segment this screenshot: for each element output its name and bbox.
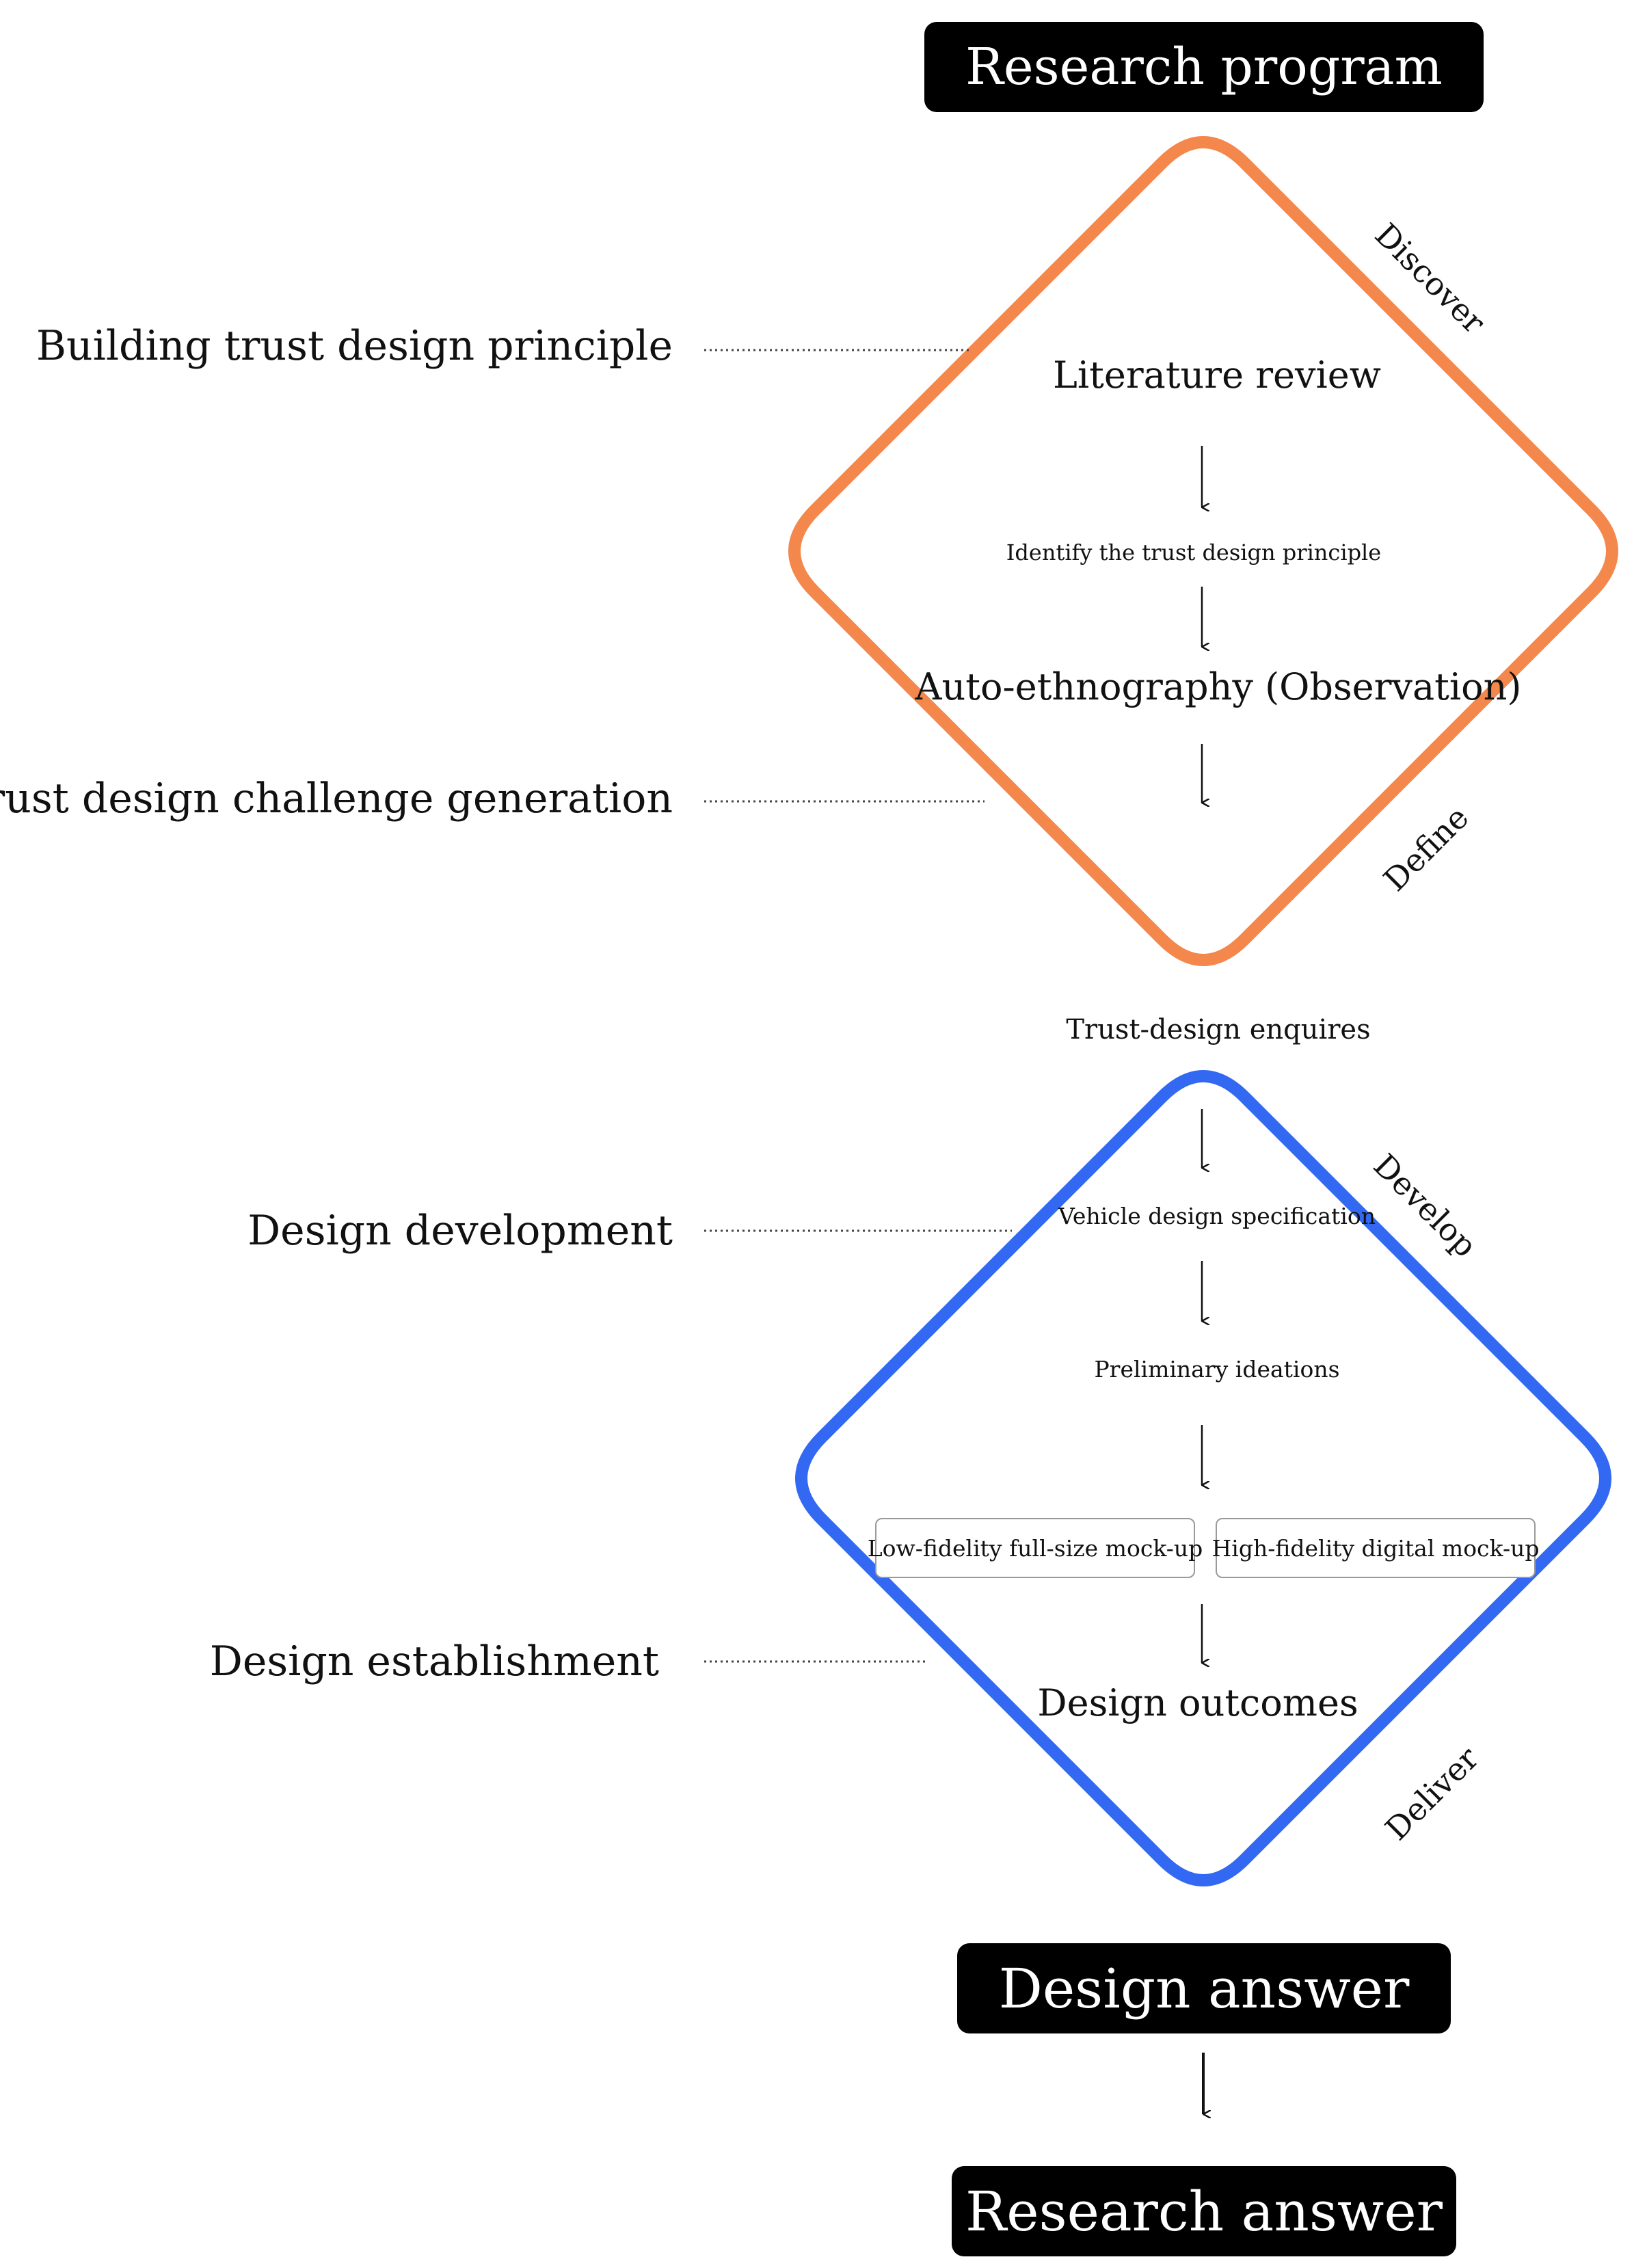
design-answer-label: Design answer: [998, 1956, 1410, 2020]
discover-define-diamond: [788, 136, 1618, 966]
research-answer-label: Research answer: [965, 2179, 1443, 2243]
step-vehicle-spec: Vehicle design specification: [1058, 1203, 1376, 1229]
option-low-fidelity-label: Low-fidelity full-size mock-up: [867, 1534, 1203, 1562]
side-label-design-establishment: Design establishment: [209, 1638, 659, 1685]
trust-design-enquires: Trust-design enquires: [1066, 1014, 1371, 1045]
step-preliminary-ideations: Preliminary ideations: [1094, 1356, 1340, 1383]
side-label-challenge-generation: Trust design challenge generation: [0, 775, 673, 823]
research-program-label: Research program: [965, 38, 1443, 96]
research-answer-box: Research answer: [952, 2166, 1456, 2256]
step-identify-principle: Identify the trust design principle: [1006, 539, 1382, 565]
develop-deliver-diamond: [795, 1070, 1611, 1886]
side-label-design-development: Design development: [247, 1207, 673, 1255]
research-program-box: Research program: [924, 22, 1484, 112]
side-label-building-trust: Building trust design principle: [36, 322, 673, 370]
design-answer-box: Design answer: [957, 1943, 1451, 2033]
step-literature-review: Literature review: [1053, 353, 1381, 397]
option-high-fidelity-label: High-fidelity digital mock-up: [1211, 1534, 1540, 1562]
step-design-outcomes: Design outcomes: [1037, 1681, 1358, 1724]
option-low-fidelity: Low-fidelity full-size mock-up: [868, 1518, 1203, 1578]
step-auto-ethnography: Auto-ethnography (Observation): [915, 665, 1522, 708]
option-high-fidelity: High-fidelity digital mock-up: [1212, 1518, 1539, 1578]
